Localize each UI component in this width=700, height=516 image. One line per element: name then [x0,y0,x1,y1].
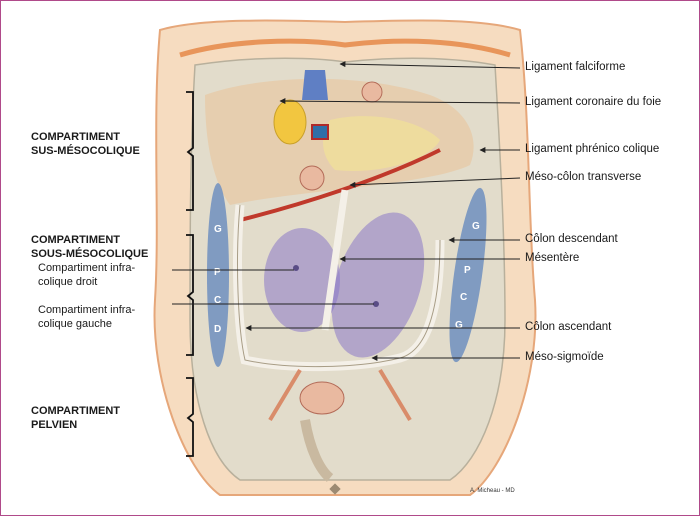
esophagus [361,81,383,103]
duodenum [299,165,325,191]
iliac-vessel-right [378,368,412,422]
label-ligament-phrenico-colique: Ligament phrénico colique [525,143,660,155]
label-mesentere: Mésentère [525,252,580,264]
label-infra-colique-droit: Compartiment infra- colique droit [38,262,136,288]
gutter-letter-r1: G [472,221,480,232]
arrow-falciforme [339,61,521,69]
stomach [323,116,440,171]
label-colon-descendant: Côlon descendant [525,233,618,245]
vena-cava [302,70,328,100]
label-compartiment-sous-mesocolique: COMPARTIMENT SOUS-MÉSOCOLIQUE [31,234,149,260]
right-space-center [293,265,299,271]
label-ligament-coronaire: Ligament coronaire du foie [525,96,662,108]
bracket-sous [186,234,194,356]
gutter-letter-l1: G [214,224,222,235]
label-meso-colon-transverse: Méso-côlon transverse [525,171,642,183]
gutter-letter-l3: C [214,295,221,306]
gutter-letter-r3: C [460,292,467,303]
diaphragm-rim [179,38,511,58]
label-meso-sigmoide: Méso-sigmoïde [525,351,604,363]
right-infracolic-space [264,228,340,332]
label-infra-colique-gauche: Compartiment infra- colique gauche [38,304,136,330]
author-credit: A. Micheau - MD [470,488,515,494]
arrow-meso-colon [349,177,521,188]
sigmoid-colon [299,381,345,415]
right-paracolic-gutter [449,187,487,363]
left-space-center [373,301,379,307]
iliac-vessel-left [268,368,302,422]
arrow-coronaire [279,98,521,105]
label-colon-ascendant: Côlon ascendant [525,321,612,333]
left-infracolic-space [331,212,425,358]
bracket-sus [186,91,194,211]
transverse-vessel [239,148,441,222]
rectum [300,419,334,482]
bracket-pelvien [186,377,194,457]
gutter-letter-l2: P [214,267,221,278]
mesentery-root [321,189,349,331]
left-paracolic-gutter [207,183,229,367]
gutter-letter-l4: D [214,324,221,335]
gutter-letter-r4: G [455,320,463,331]
pubis [329,483,341,495]
portal-vessel [311,124,329,140]
gallbladder [273,99,307,145]
label-ligament-falciforme: Ligament falciforme [525,61,626,73]
label-compartiment-pelvien: COMPARTIMENT PELVIEN [31,405,121,431]
label-compartiment-sus-mesocolique: COMPARTIMENT SUS-MÉSOCOLIQUE [31,131,140,157]
gutter-letter-r2: P [464,265,471,276]
